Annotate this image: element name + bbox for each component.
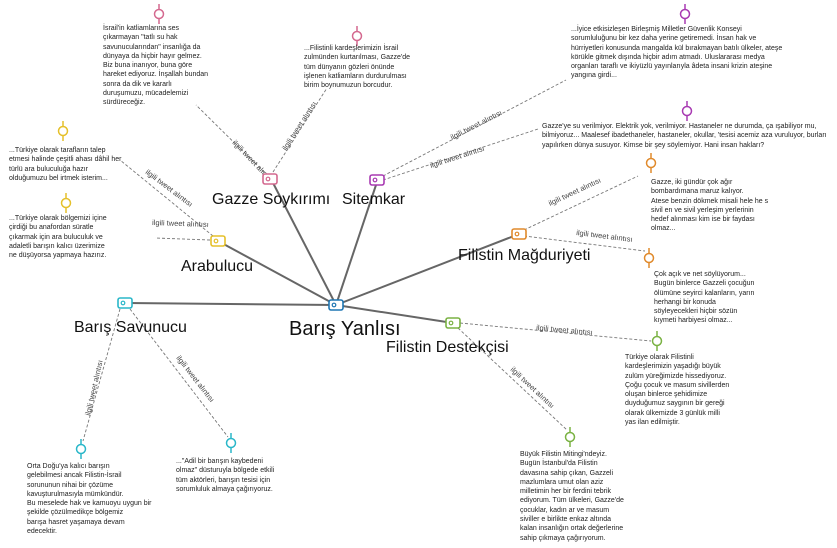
relation-sitem-1	[382, 79, 567, 177]
category-arabulucu: Arabulucu	[181, 258, 254, 275]
quote-pin-icon	[651, 331, 663, 351]
quote-text: ...Türkiye olarak tarafların talep etmes…	[9, 147, 122, 182]
tag-icon-sitemkar	[369, 174, 385, 186]
edge-label: ilgili tweet alıntısı	[174, 354, 216, 404]
edge-label: ilgili tweet alıntısı	[449, 108, 504, 142]
quote-pin-icon	[679, 4, 691, 24]
relation-arab-2	[154, 237, 211, 241]
category-sitemkar: Sitemkar	[342, 191, 406, 208]
tag-icon-gazze	[262, 173, 278, 185]
category-gazze-soykirimi: Gazze Soykırımı	[212, 191, 331, 208]
quote-pin-icon	[57, 121, 69, 141]
quote-text: İsrail'in katliamlarına ses çıkarmayan "…	[103, 25, 209, 107]
edge-label: ilgili tweet alıntısı	[83, 359, 105, 416]
tag-icon-destekcisi	[445, 317, 461, 329]
quote-text: Türkiye olarak Filistinli kardeşlerimizi…	[625, 354, 730, 427]
quote-text: Büyük Filistin Mitingi'ndeyiz. Bugün İst…	[520, 451, 624, 542]
relation-gazze-1	[195, 104, 265, 173]
edge-label: ilgili tweet alıntısı	[547, 176, 602, 208]
edge-label: ilgili tweet alıntısı	[152, 218, 209, 229]
quote-pin-icon	[564, 427, 576, 447]
spoke-savunucu	[124, 302, 337, 306]
tag-icon-arabulucu	[210, 235, 226, 247]
quote-pin-icon	[681, 101, 693, 121]
edge-label: ilgili tweet alıntısı	[536, 323, 593, 337]
edge-label: ilgili tweet alıntısı	[509, 365, 557, 410]
relation-gazze-2	[272, 87, 328, 173]
spoke-destekcisi	[335, 304, 454, 324]
dashed-relations	[82, 79, 652, 442]
spokes	[124, 178, 520, 324]
quote-text: Gazze, iki gündür çok ağır bombardımana …	[651, 179, 769, 233]
center-label: Barış Yanlısı	[289, 318, 401, 340]
quote-text: ...Filistinli kardeşlerimizin İsrail zul…	[304, 45, 410, 90]
quote-pin-icon	[645, 153, 657, 173]
category-filistin-destekcisi: Filistin Destekçisi	[386, 339, 509, 356]
relation-bar-2	[129, 308, 229, 438]
edge-label: ilgili tweet alıntısı	[144, 167, 195, 208]
relation-des-1	[459, 322, 652, 342]
relation-bar-1	[82, 308, 121, 442]
quote-pin-icon	[643, 248, 655, 268]
spoke-arabulucu	[217, 240, 337, 306]
spoke-gazze	[270, 178, 337, 306]
quote-text: Orta Doğu'ya kalıcı barışın gelebilmesi …	[27, 463, 152, 536]
quote-pin-icon	[60, 193, 72, 213]
tag-icon-magduriyeti	[511, 228, 527, 240]
edge-label: ilgili tweet alıntısı	[576, 228, 633, 244]
quote-pin-icon	[351, 26, 363, 46]
quote-pin-icon	[75, 439, 87, 459]
edge-label: ilgili tweet alıntısı	[280, 100, 318, 152]
quote-pins	[57, 4, 693, 459]
quote-pin-icon	[225, 433, 237, 453]
quote-text: ...İyice etkisizleşen Birleşmiş Milletle…	[571, 26, 783, 80]
quote-text: ..."Adil bir barışın kaybedeni olmaz" dü…	[176, 458, 275, 493]
tag-icon-savunucu	[117, 297, 133, 309]
relation-mag-2	[523, 235, 646, 252]
tag-icon-center	[328, 299, 344, 311]
quote-text: Gazze'ye su verilmiyor. Elektrik yok, ve…	[542, 123, 827, 149]
category-baris-savunucu: Barış Savunucu	[74, 319, 187, 336]
quote-text: ...Türkiye olarak bölgemizi içine çirdiğ…	[9, 215, 107, 260]
quote-text: Çok açık ve net söylüyorum... Bugün binl…	[654, 271, 755, 325]
relation-mag-1	[523, 175, 639, 231]
quote-pin-icon	[153, 4, 165, 24]
category-filistin-magduriyeti: Filistin Mağduriyeti	[458, 247, 591, 264]
spoke-sitemkar	[335, 178, 379, 306]
relation-sitem-2	[382, 128, 539, 181]
relation-arab-1	[119, 159, 214, 237]
spoke-magduriyeti	[335, 233, 520, 306]
